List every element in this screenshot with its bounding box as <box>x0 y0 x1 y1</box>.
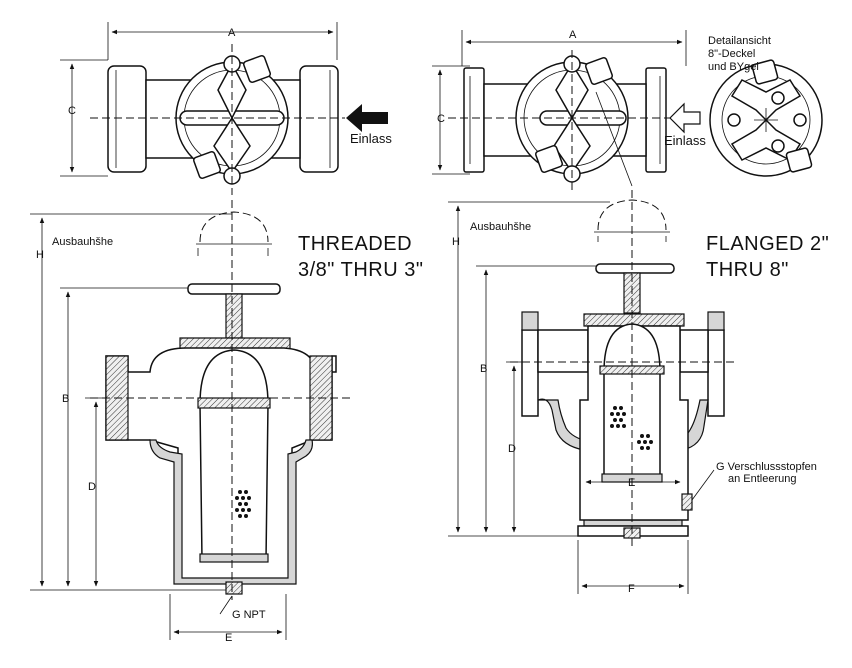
detail-label-line1: Detailansicht <box>708 35 771 47</box>
threaded-dim-e: E <box>225 632 232 644</box>
threaded-dim-b: B <box>62 393 69 405</box>
threaded-title-line1: THREADED <box>298 233 412 255</box>
flanged-title-line2: THRU 8" <box>706 259 789 281</box>
flanged-dim-d: D <box>508 443 516 455</box>
threaded-title-line2: 3/8" THRU 3" <box>298 259 423 281</box>
detail-view-8in-cover <box>709 59 823 177</box>
flanged-dim-b: B <box>480 363 487 375</box>
flanged-dim-h: H <box>452 236 460 248</box>
threaded-top-view <box>60 22 388 195</box>
flanged-title-line1: FLANGED 2" <box>706 233 829 255</box>
threaded-drain-label: G NPT <box>232 609 266 621</box>
flanged-drain-label-line1: G Verschlussstopfen <box>716 461 817 473</box>
flanged-top-view <box>432 30 701 190</box>
threaded-removal-label: Ausbauhšhe <box>52 236 113 248</box>
threaded-section-view <box>30 200 350 640</box>
detail-label-line2: 8"-Deckel <box>708 48 755 60</box>
flanged-dim-c: C <box>437 113 445 125</box>
threaded-dim-a: A <box>228 27 236 39</box>
flanged-inlet-label: Einlass <box>664 133 706 148</box>
flanged-dim-a: A <box>569 29 577 41</box>
flanged-dim-f: F <box>628 583 635 595</box>
flanged-section-view <box>448 190 738 594</box>
flanged-drain-label-line2: an Entleerung <box>728 473 797 485</box>
threaded-inlet-label: Einlass <box>350 131 392 146</box>
flanged-dim-e: E <box>628 477 635 489</box>
flanged-removal-label: Ausbauhšhe <box>470 221 531 233</box>
detail-label-line3: und BYgel <box>708 61 759 73</box>
threaded-dim-c: C <box>68 105 76 117</box>
threaded-dim-h: H <box>36 249 44 261</box>
threaded-dim-d: D <box>88 481 96 493</box>
